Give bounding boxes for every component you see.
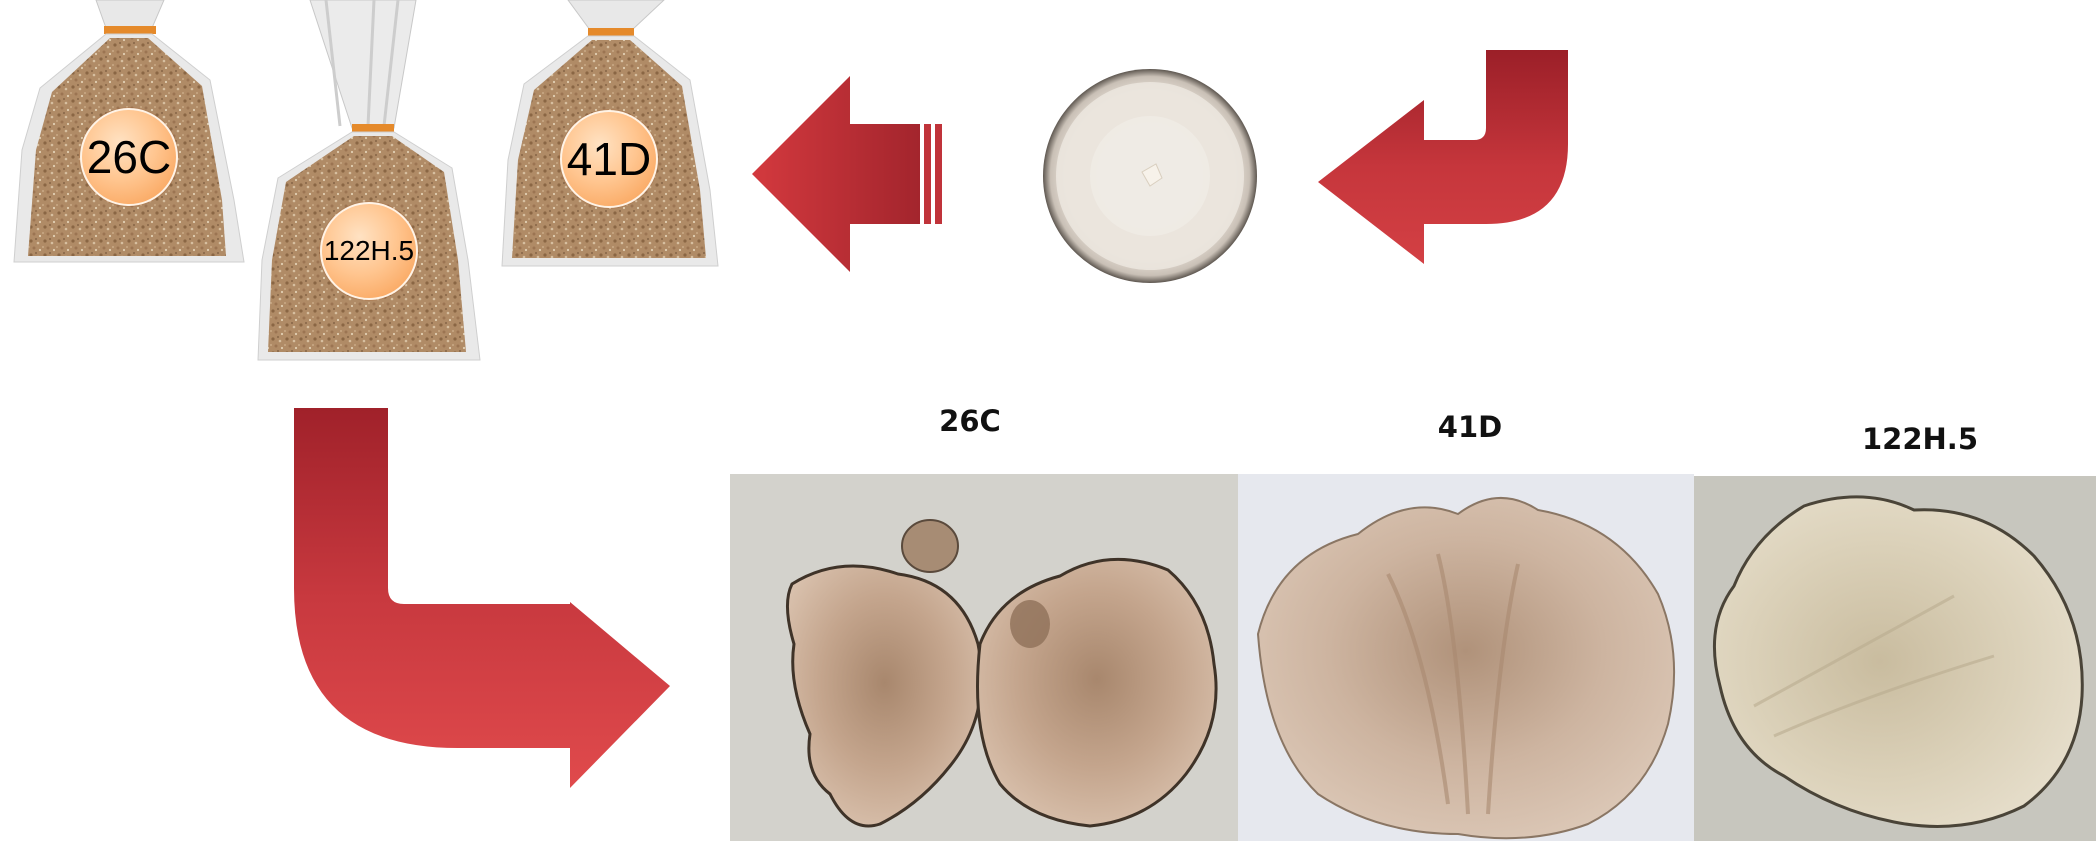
curved-arrow-top xyxy=(1318,48,1590,278)
bag-26c-label: 26C xyxy=(80,108,178,206)
mushroom-photo-41d xyxy=(1238,474,1694,841)
mushroom-122h5-graphic xyxy=(1694,476,2096,841)
left-arrow xyxy=(752,66,952,282)
petri-dish xyxy=(1042,68,1258,284)
result-title-122h5: 122H.5 xyxy=(1850,422,1990,456)
substrate-bag-26c: 26C xyxy=(14,0,244,264)
mushroom-41d-graphic xyxy=(1238,474,1694,841)
result-title-26c: 26C xyxy=(900,404,1040,438)
mushroom-26c-graphic xyxy=(730,474,1238,841)
mushroom-photo-26c xyxy=(730,474,1238,841)
substrate-bag-41d: 41D xyxy=(500,0,718,268)
bag-41d-label: 41D xyxy=(560,110,658,208)
result-title-41d: 41D xyxy=(1400,410,1540,444)
substrate-bag-122h5: 122H.5 xyxy=(256,0,480,362)
bag-122h5-graphic xyxy=(256,0,480,362)
mushroom-photo-122h5 xyxy=(1694,476,2096,841)
curved-arrow-bottom xyxy=(292,408,674,802)
bag-122h5-label: 122H.5 xyxy=(320,202,418,300)
